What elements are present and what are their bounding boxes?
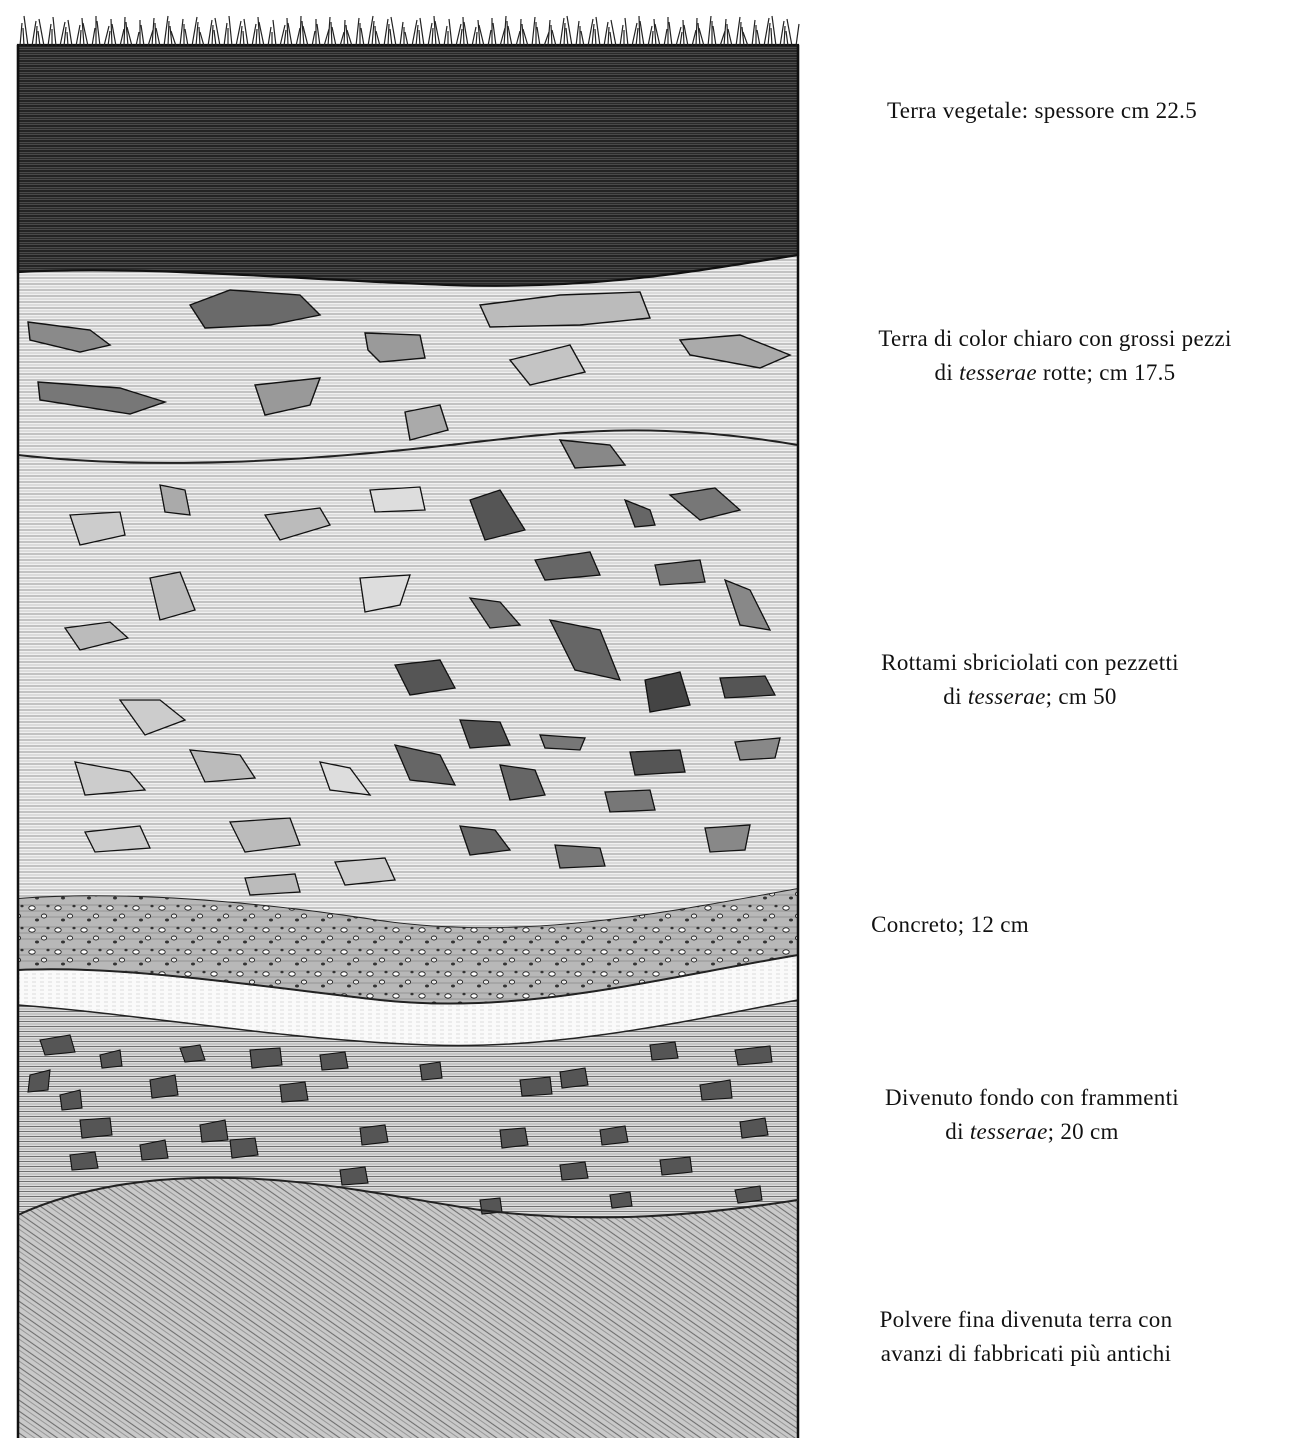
label-line: avanzi di fabbricati più antichi bbox=[806, 1337, 1246, 1371]
grass-fringe bbox=[20, 16, 799, 46]
label-line: Terra vegetale: spessore cm 22.5 bbox=[822, 94, 1262, 128]
label-line: Divenuto fondo con frammenti bbox=[812, 1081, 1252, 1115]
label-concrete: Concreto; 12 cm bbox=[820, 908, 1080, 942]
label-line: di tesserae rotte; cm 17.5 bbox=[815, 356, 1295, 390]
label-rubble: Rottami sbriciolati con pezzetti di tess… bbox=[810, 646, 1250, 714]
label-line: Polvere fina divenuta terra con bbox=[806, 1303, 1246, 1337]
label-line: di tesserae; cm 50 bbox=[810, 680, 1250, 714]
label-light-earth: Terra di color chiaro con grossi pezzi d… bbox=[815, 322, 1295, 390]
label-line: Concreto; 12 cm bbox=[820, 908, 1080, 942]
label-line: Terra di color chiaro con grossi pezzi bbox=[815, 322, 1295, 356]
layer-topsoil bbox=[18, 45, 798, 286]
label-line: di tesserae; 20 cm bbox=[812, 1115, 1252, 1149]
label-fine-dust: Polvere fina divenuta terra con avanzi d… bbox=[806, 1303, 1246, 1371]
label-line: Rottami sbriciolati con pezzetti bbox=[810, 646, 1250, 680]
label-bottom-fill: Divenuto fondo con frammenti di tesserae… bbox=[812, 1081, 1252, 1149]
label-topsoil: Terra vegetale: spessore cm 22.5 bbox=[822, 94, 1262, 128]
stratigraphic-section bbox=[0, 0, 820, 1438]
